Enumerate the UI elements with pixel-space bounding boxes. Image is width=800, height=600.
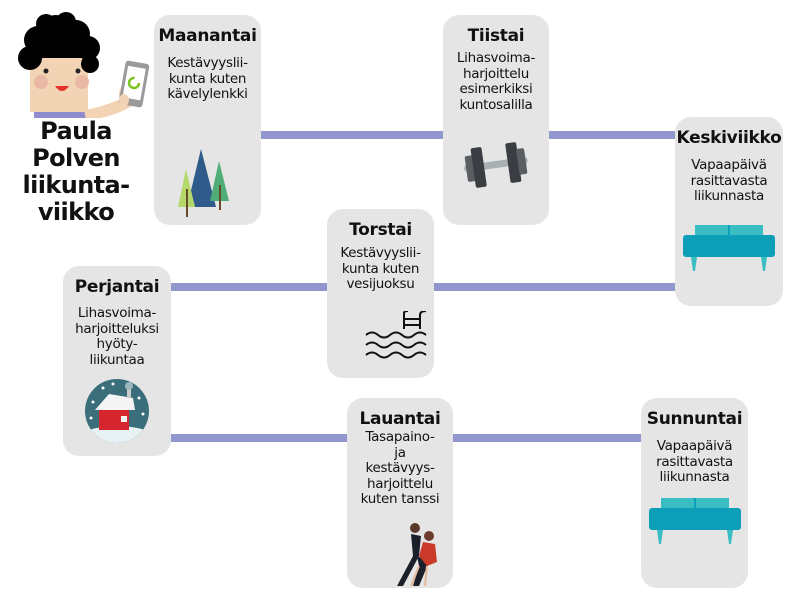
desc-line: Kestävyyslii- <box>340 245 421 261</box>
desc-line: kuten tanssi <box>360 491 440 507</box>
desc-line: esimerkiksi <box>459 81 533 97</box>
desc-line: hyöty- <box>96 336 138 352</box>
avatar-paula-icon <box>8 10 158 122</box>
connector-thu-wed <box>434 283 675 291</box>
day-description: Lihasvoima- harjoittelu esimerkiksi kunt… <box>443 50 549 113</box>
desc-line: vesijuoksu <box>346 276 415 292</box>
desc-line: liikunnasta <box>694 188 764 204</box>
trees-icon <box>154 147 261 221</box>
desc-line: harjoittelu <box>366 475 434 492</box>
dancers-icon <box>385 522 453 592</box>
day-description: Vapaapäivä rasittavasta liikunnasta <box>641 438 748 486</box>
title-line-2: liikunta- <box>22 171 130 199</box>
day-card-friday: Perjantai Lihasvoima- harjoitteluksi hyö… <box>63 266 171 456</box>
desc-line: kuntosalilla <box>459 96 533 113</box>
desc-line: Lihasvoima- <box>77 305 157 321</box>
day-card-thursday: Torstai Kestävyyslii- kunta kuten vesiju… <box>327 209 434 378</box>
day-card-sunday: Sunnuntai Vapaapäivä rasittavasta liikun… <box>641 398 748 588</box>
day-name: Torstai <box>349 220 412 240</box>
title-line-1: Paula Polven <box>32 117 120 172</box>
swimming-pool-icon <box>357 310 434 371</box>
day-card-saturday: Lauantai Tasapaino- ja kestävyys- harjoi… <box>347 398 453 588</box>
day-name: Perjantai <box>74 277 160 297</box>
day-card-tuesday: Tiistai Lihasvoima- harjoittelu esimerki… <box>443 15 549 225</box>
snowy-house-icon <box>63 378 171 448</box>
connector-fri-thu <box>171 283 327 291</box>
day-description: Vapaapäivä rasittavasta liikunnasta <box>675 157 783 205</box>
desc-line: harjoittelu <box>462 65 530 82</box>
day-name: Sunnuntai <box>646 409 743 429</box>
page-title: Paula Polven liikunta- viikko <box>0 118 152 226</box>
desc-line: kävelylenkki <box>167 86 248 102</box>
connector-mon-tue <box>261 131 443 139</box>
desc-line: kunta kuten <box>341 260 420 277</box>
desc-line: ja <box>394 444 406 461</box>
sofa-icon <box>675 225 783 275</box>
day-name: Lauantai <box>359 409 441 429</box>
desc-line: kunta kuten <box>168 70 247 87</box>
desc-line: Kestävyyslii- <box>167 55 248 71</box>
desc-line: Lihasvoima- <box>456 50 536 66</box>
day-description: Kestävyyslii- kunta kuten kävelylenkki <box>154 55 261 103</box>
connector-sat-sun <box>453 434 641 442</box>
title-line-3: viikko <box>37 198 115 226</box>
desc-line: Vapaapäivä <box>691 157 767 173</box>
day-card-monday: Maanantai Kestävyyslii- kunta kuten käve… <box>154 15 261 225</box>
sofa-icon <box>641 498 748 548</box>
connector-tue-wed <box>549 131 675 139</box>
connector-fri-sat <box>171 434 347 442</box>
desc-line: Vapaapäivä <box>656 438 733 454</box>
desc-line: rasittavasta <box>690 172 768 189</box>
day-description: Kestävyyslii- kunta kuten vesijuoksu <box>327 245 434 293</box>
desc-line: liikuntaa <box>89 351 145 368</box>
day-description: Tasapaino- ja kestävyys- harjoittelu kut… <box>347 429 453 508</box>
day-name: Tiistai <box>467 26 525 46</box>
desc-line: harjoitteluksi <box>75 320 159 337</box>
desc-line: liikunnasta <box>659 469 730 485</box>
day-card-wednesday: Keskiviikko Vapaapäivä rasittavasta liik… <box>675 117 783 306</box>
desc-line: kestävyys- <box>365 460 435 476</box>
desc-line: rasittavasta <box>656 453 733 470</box>
day-name: Maanantai <box>158 26 257 46</box>
day-name: Keskiviikko <box>676 128 782 148</box>
desc-line: Tasapaino- <box>365 429 435 445</box>
day-description: Lihasvoima- harjoitteluksi hyöty- liikun… <box>63 305 171 368</box>
dumbbell-icon <box>443 139 549 195</box>
